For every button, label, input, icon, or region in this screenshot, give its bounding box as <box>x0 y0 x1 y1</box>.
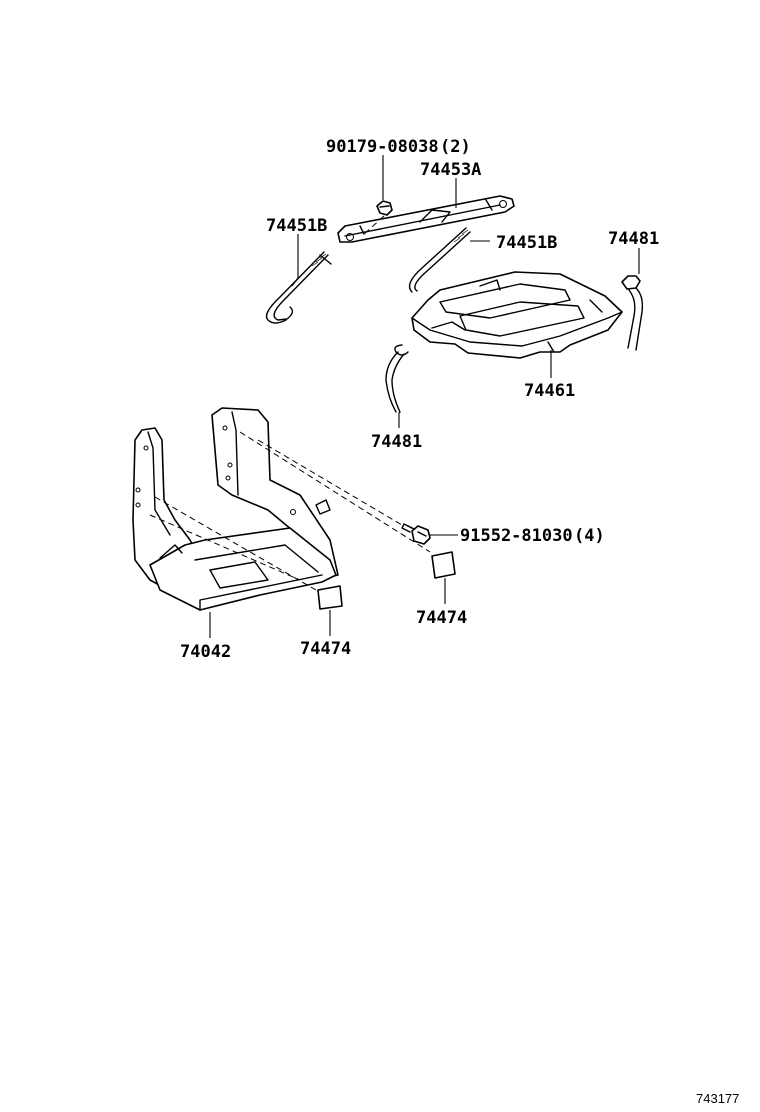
battery-tray <box>411 271 623 359</box>
bolt <box>401 523 431 545</box>
label-nut-qty: (2) <box>440 137 471 157</box>
label-clamp: 74453A <box>420 160 481 180</box>
label-tray: 74461 <box>524 381 575 401</box>
label-pad-left: 74474 <box>300 639 351 659</box>
reference-number: 743177 <box>696 1091 739 1106</box>
label-rod-left: 74451B <box>266 216 327 236</box>
leader-lines <box>209 155 640 638</box>
cushion-pad-left <box>317 585 343 610</box>
label-pad-right: 74474 <box>416 608 467 628</box>
vent-hose-right <box>621 275 644 351</box>
hold-down-rod-right <box>408 227 471 293</box>
hold-down-rod-left <box>265 251 332 324</box>
label-carrier: 74042 <box>180 642 231 662</box>
label-hose-left: 74481 <box>371 432 422 452</box>
label-nut: 90179-08038 <box>326 137 439 157</box>
battery-clamp <box>337 195 515 243</box>
nut-dashed-guide <box>361 215 385 237</box>
vent-hose-left <box>385 344 409 413</box>
label-hose-right: 74481 <box>608 229 659 249</box>
assembly-guides <box>149 431 431 591</box>
label-bolt: 91552-81030 <box>460 526 573 546</box>
battery-carrier <box>132 407 339 611</box>
label-bolt-qty: (4) <box>574 526 605 546</box>
cushion-pad-right <box>431 551 456 579</box>
label-rod-right: 74451B <box>496 233 557 253</box>
nut <box>376 200 393 216</box>
